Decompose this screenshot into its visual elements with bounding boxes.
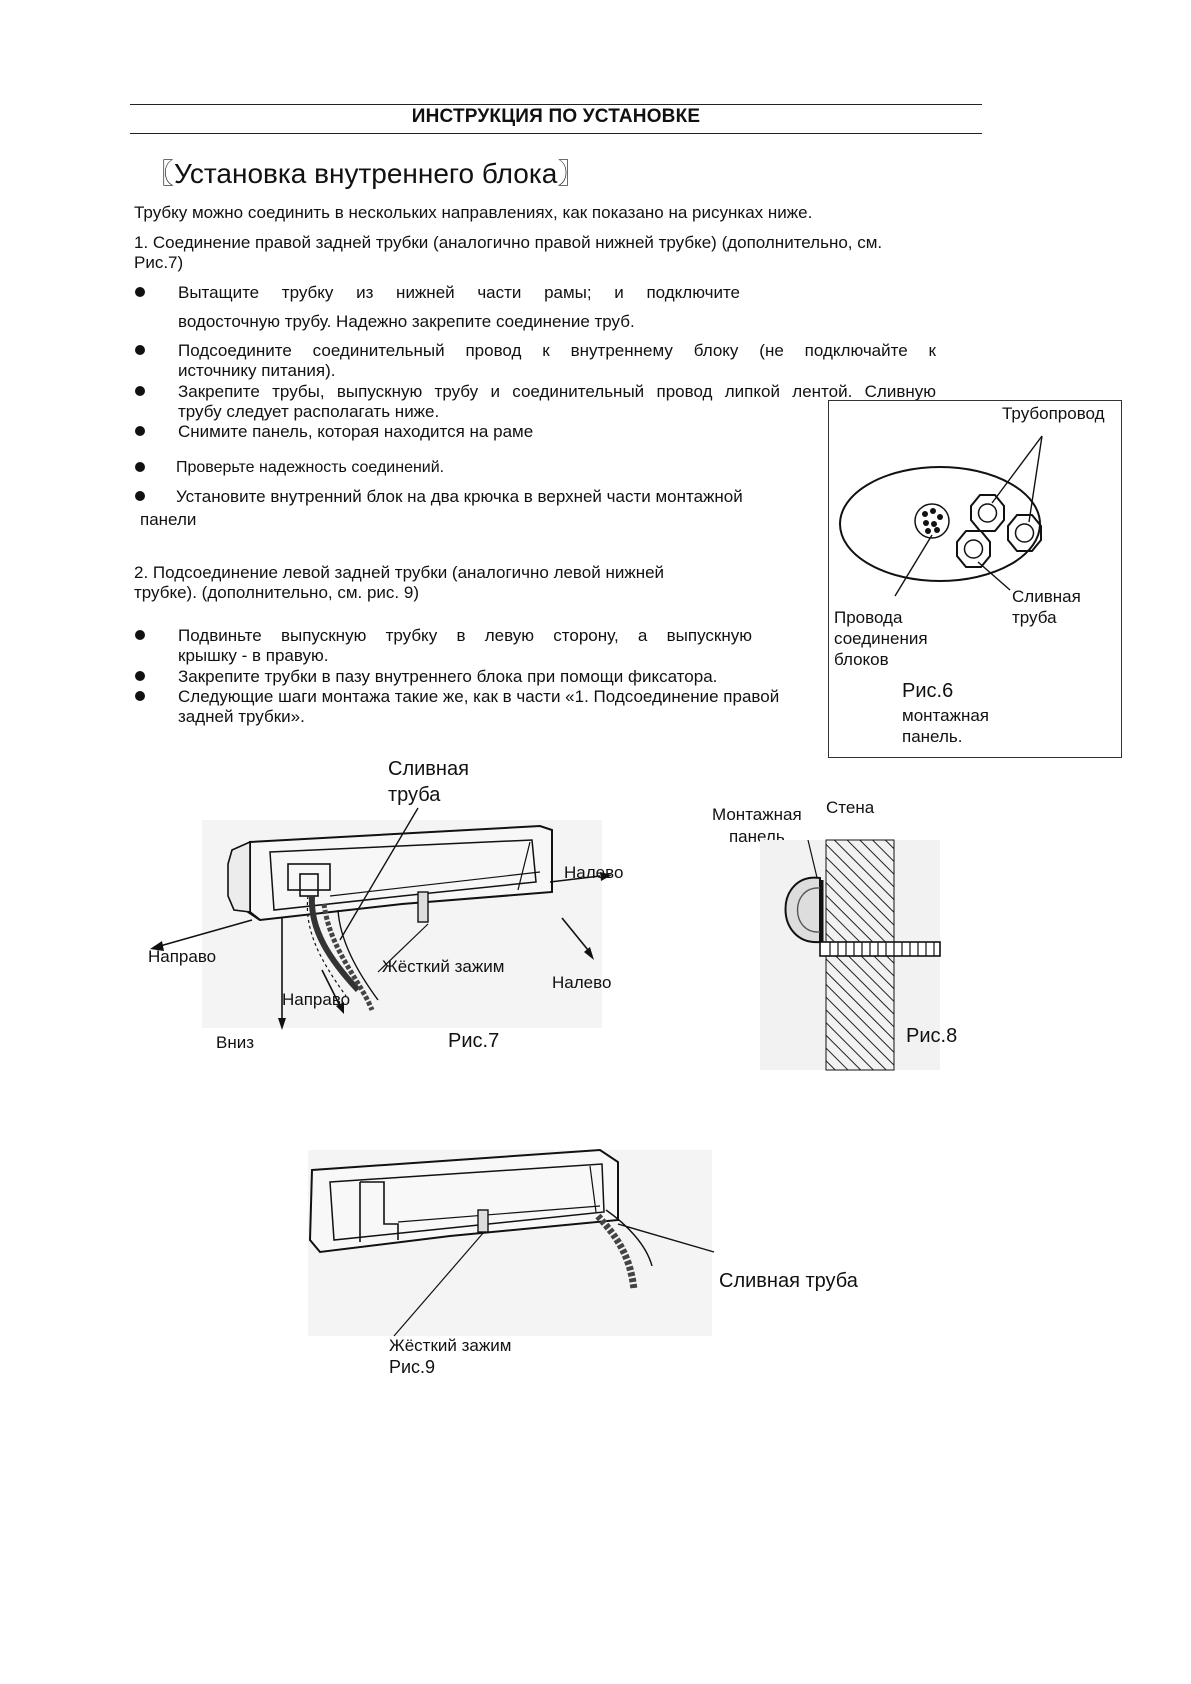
fig9-drain-label: Сливная труба bbox=[719, 1270, 858, 1292]
fig7-right-inner-label: Направо bbox=[282, 990, 351, 1009]
page-header: ИНСТРУКЦИЯ ПО УСТАНОВКЕ bbox=[411, 106, 701, 127]
part1-bullet-1-line2: водосточную трубу. Надежно закрепите сое… bbox=[178, 312, 635, 331]
bullet-dot bbox=[135, 691, 145, 701]
intro-text: Трубку можно соединить в нескольких напр… bbox=[134, 203, 813, 222]
fig6-sub-line2: панель. bbox=[902, 727, 963, 746]
part1-bullet-5: Проверьте надежность соединений. bbox=[176, 459, 445, 476]
part1-bullet-2-line2: источнику питания). bbox=[178, 361, 336, 380]
part1-bullet-1-line1: Вытащите трубку из нижней части рамы; и … bbox=[178, 283, 740, 302]
bullet-dot bbox=[135, 426, 145, 436]
part1-bullet-4: Снимите панель, которая находится на рам… bbox=[178, 422, 534, 441]
bullet-dot bbox=[135, 386, 145, 396]
bullet-dot bbox=[135, 491, 145, 501]
figure-9-drawing bbox=[308, 1148, 715, 1337]
part1-heading-line2: Рис.7) bbox=[134, 253, 184, 272]
part1-heading: 1. Соединение правой задней трубки (анал… bbox=[134, 233, 882, 273]
part2-bullet-3-line1: Следующие шаги монтажа такие же, как в ч… bbox=[178, 687, 780, 706]
part1-bullet-2-line1: Подсоедините соединительный провод к вну… bbox=[178, 341, 936, 360]
part1-bullet-6-line1: Установите внутренний блок на два крючка… bbox=[176, 487, 743, 506]
fig6-wires-line3: блоков bbox=[834, 650, 889, 669]
figure-8-drawing bbox=[760, 839, 941, 1071]
fig6-wires-label: Провода соединения блоков bbox=[834, 607, 928, 670]
fig6-sub-line1: монтажная bbox=[902, 706, 990, 725]
bullet-dot bbox=[135, 462, 145, 472]
fig6-pipeline-label: Трубопровод bbox=[1002, 404, 1105, 423]
part1-bullet-6-line2: панели bbox=[140, 510, 197, 529]
fig6-wires-line2: соединения bbox=[834, 629, 928, 648]
fig7-left-bottom-label: Налево bbox=[552, 973, 612, 992]
fig9-caption: Рис.9 bbox=[389, 1357, 436, 1377]
fig6-drain-label: Сливная труба bbox=[1012, 586, 1081, 628]
fig7-down-label: Вниз bbox=[216, 1033, 255, 1052]
fig8-panel-line1: Монтажная bbox=[712, 805, 802, 824]
bullet-dot bbox=[135, 671, 145, 681]
fig6-drain-line1: Сливная bbox=[1012, 587, 1081, 606]
figure-6-drawing bbox=[839, 435, 1043, 597]
bullet-dot bbox=[135, 630, 145, 640]
part2-bullet-1-line1: Подвиньте выпускную трубку в левую сторо… bbox=[178, 626, 752, 645]
part1-bullet-3-line2: трубу следует располагать ниже. bbox=[178, 402, 440, 421]
figure-7-drawing bbox=[150, 807, 612, 1030]
bullet-dot bbox=[135, 345, 145, 355]
fig7-left-top-label: Налево bbox=[564, 863, 624, 882]
fig6-drain-line2: труба bbox=[1012, 608, 1057, 627]
part2-bullet-3-line2: задней трубки». bbox=[178, 707, 305, 726]
fig8-caption: Рис.8 bbox=[906, 1025, 958, 1047]
fig6-caption: Рис.6 bbox=[902, 680, 954, 702]
figure-6-box bbox=[828, 400, 1122, 758]
fig7-drain-line2: труба bbox=[388, 784, 441, 806]
part2-bullet-2: Закрепите трубки в пазу внутреннего блок… bbox=[178, 667, 718, 686]
fig6-subcaption: монтажная панель. bbox=[902, 705, 989, 747]
bullet-dot bbox=[135, 287, 145, 297]
part2-heading: 2. Подсоединение левой задней трубки (ан… bbox=[134, 563, 664, 603]
fig6-wires-line1: Провода bbox=[834, 608, 903, 627]
fig7-caption: Рис.7 bbox=[448, 1030, 500, 1052]
fig7-drain-line1: Сливная bbox=[388, 758, 469, 780]
part2-heading-line1: 2. Подсоединение левой задней трубки (ан… bbox=[134, 563, 665, 582]
fig8-wall-label: Стена bbox=[826, 798, 875, 817]
section-title: 〖Установка внутреннего блока〗 bbox=[146, 158, 586, 189]
part2-bullet-1-line2: крышку - в правую. bbox=[178, 646, 329, 665]
fig7-clamp-label: Жёсткий зажим bbox=[382, 957, 505, 976]
fig7-right-outer-label: Направо bbox=[148, 947, 217, 966]
fig9-clamp-label: Жёсткий зажим bbox=[389, 1336, 512, 1355]
part1-bullet-3-line1: Закрепите трубы, выпускную трубу и соеди… bbox=[178, 382, 936, 401]
part2-heading-line2: трубке). (дополнительно, см. рис. 9) bbox=[134, 583, 419, 602]
part1-heading-line1: 1. Соединение правой задней трубки (анал… bbox=[134, 233, 883, 252]
fig7-drain-label: Сливная труба bbox=[388, 756, 469, 808]
